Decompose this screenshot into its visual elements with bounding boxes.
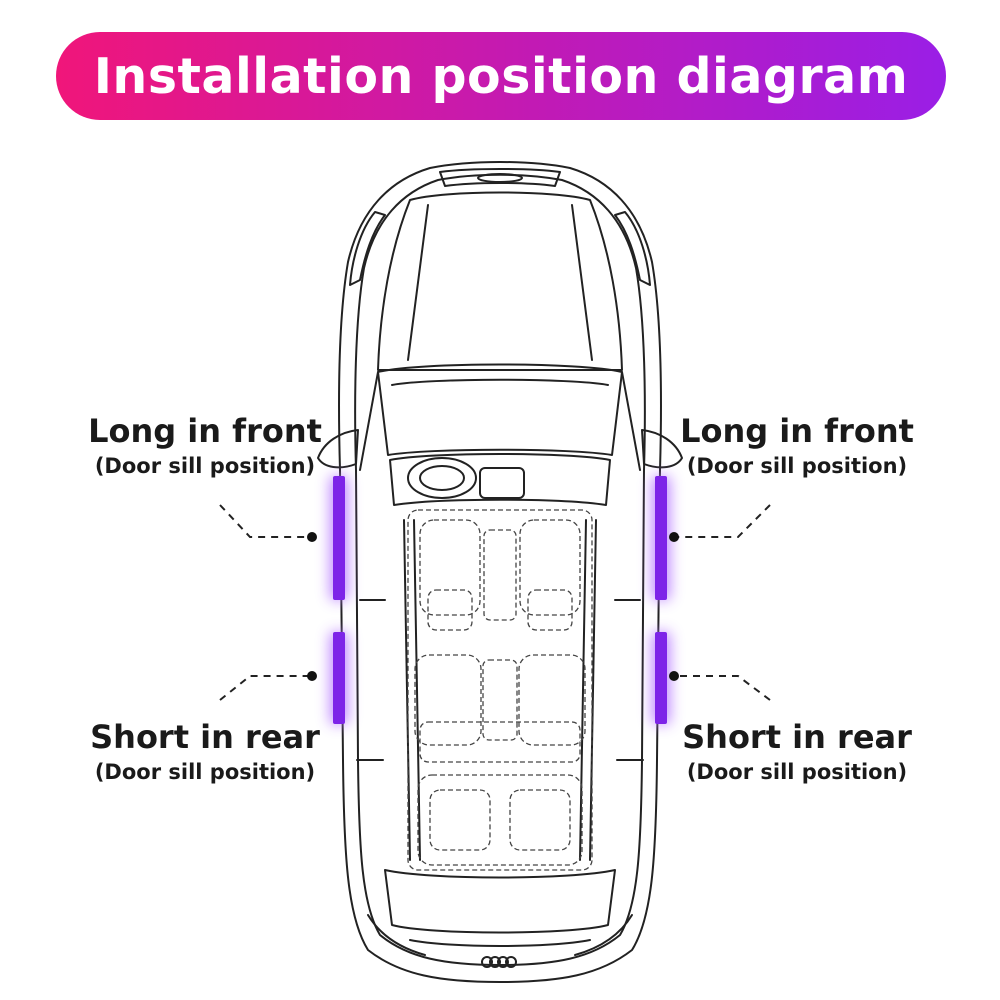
rear-right-light-strip (655, 632, 667, 724)
diagram-title: Installation position diagram (93, 47, 909, 105)
front-right-light-strip (655, 476, 667, 600)
door-sill-lights (330, 476, 670, 724)
label-rear-left: Short in rear (Door sill position) (60, 717, 350, 787)
label-front-right-sub: (Door sill position) (686, 454, 908, 478)
label-rear-right: Short in rear (Door sill position) (652, 717, 942, 787)
title-banner: Installation position diagram (56, 32, 946, 120)
label-front-left-main: Long in front (88, 412, 322, 450)
label-front-left: Long in front (Door sill position) (60, 411, 350, 481)
front-left-light-strip (333, 476, 345, 600)
leader-lines (219, 504, 771, 701)
label-rear-left-sub: (Door sill position) (94, 760, 316, 784)
leader-rear-right (676, 675, 771, 701)
label-rear-left-main: Short in rear (90, 718, 320, 756)
leader-front-right (676, 504, 771, 538)
dot-front-left (307, 532, 317, 542)
dot-front-right (669, 532, 679, 542)
label-front-right-main: Long in front (680, 412, 914, 450)
dot-rear-left (307, 671, 317, 681)
car-interior (407, 509, 593, 871)
label-front-right: Long in front (Door sill position) (652, 411, 942, 481)
rear-left-light-strip (333, 632, 345, 724)
dot-rear-right (669, 671, 679, 681)
leader-rear-left (219, 675, 310, 701)
label-rear-right-main: Short in rear (682, 718, 912, 756)
label-rear-right-sub: (Door sill position) (686, 760, 908, 784)
leader-dots (307, 532, 679, 681)
car-outline (317, 161, 683, 983)
leader-front-left (219, 504, 310, 538)
label-front-left-sub: (Door sill position) (94, 454, 316, 478)
